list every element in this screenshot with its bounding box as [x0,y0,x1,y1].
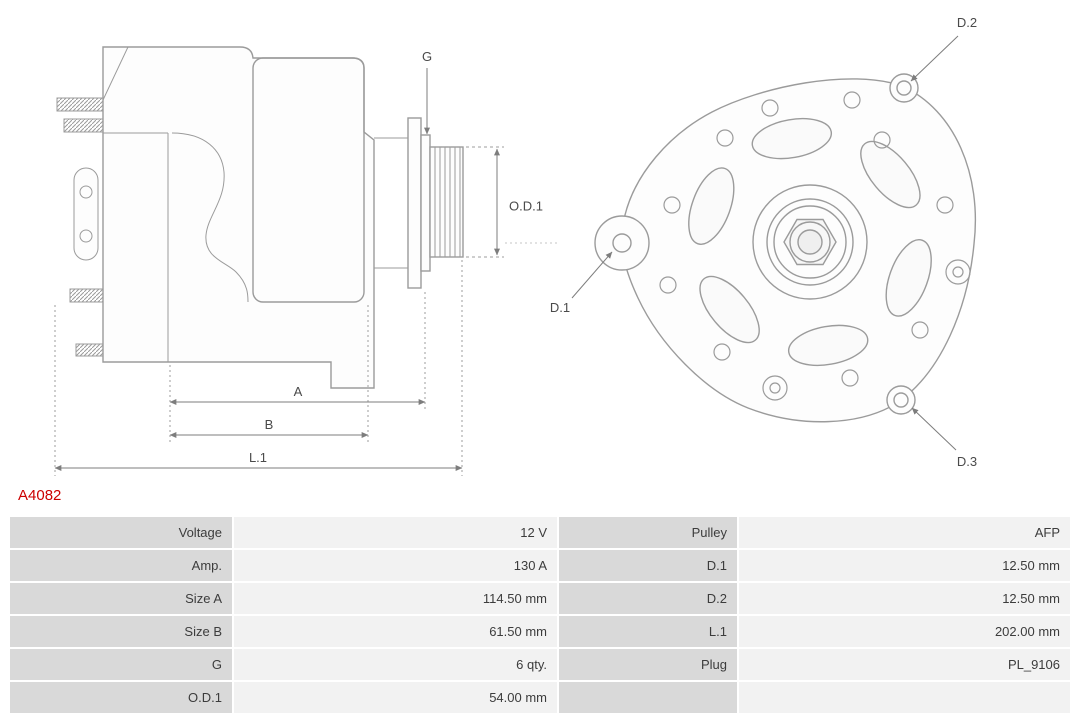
spec-value-od1: 54.00 mm [234,682,557,713]
spec-label-empty [559,682,737,713]
spec-table: Voltage 12 V Pulley AFP Amp. 130 A D.1 1… [10,517,1070,713]
spec-value-amp: 130 A [234,550,557,581]
spec-label-size-a: Size A [10,583,232,614]
dim-label-d1: D.1 [550,300,570,315]
spec-value-d1: 12.50 mm [739,550,1070,581]
spec-label-amp: Amp. [10,550,232,581]
pulley-grooves [434,147,461,257]
dim-label-b: B [265,417,274,432]
dim-label-d3: D.3 [957,454,977,469]
spec-label-d1: D.1 [559,550,737,581]
spec-label-l1: L.1 [559,616,737,647]
dim-label-od1: O.D.1 [509,198,543,213]
shaft-hub [752,184,868,300]
dim-label-g: G [422,49,432,64]
spec-label-pulley: Pulley [559,517,737,548]
part-number: A4082 [18,487,62,504]
pulley-assembly [374,117,464,289]
spec-value-l1: 202.00 mm [739,616,1070,647]
spec-label-od1: O.D.1 [10,682,232,713]
spec-label-g: G [10,649,232,680]
stator-section [252,57,365,303]
spec-value-g: 6 qty. [234,649,557,680]
technical-drawing: G O.D.1 A B L.1 [54,15,977,476]
bolt-holes [659,91,971,401]
spec-label-plug: Plug [559,649,737,680]
bracket-profile-line [171,132,249,303]
spec-value-plug: PL_9106 [739,649,1070,680]
spec-label-d2: D.2 [559,583,737,614]
spec-value-size-b: 61.50 mm [234,616,557,647]
side-view-drawing [56,46,464,389]
spec-value-d2: 12.50 mm [739,583,1070,614]
spec-value-size-a: 114.50 mm [234,583,557,614]
alternator-body-outline [102,46,375,389]
rear-view-callouts: D.2 D.1 D.3 [550,15,977,469]
dim-label-a: A [294,384,303,399]
dim-label-d2: D.2 [957,15,977,30]
terminal-studs [56,97,104,357]
rear-view-drawing [594,73,977,423]
spec-value-voltage: 12 V [234,517,557,548]
spec-value-pulley: AFP [739,517,1070,548]
spec-value-empty [739,682,1070,713]
spec-label-voltage: Voltage [10,517,232,548]
mounting-lug-d3 [886,385,916,415]
dim-label-l1: L.1 [249,450,267,465]
side-view-dimensions: G O.D.1 A B L.1 [54,49,558,476]
plug-connector [73,167,99,261]
spec-label-size-b: Size B [10,616,232,647]
vent-slots [688,117,932,367]
